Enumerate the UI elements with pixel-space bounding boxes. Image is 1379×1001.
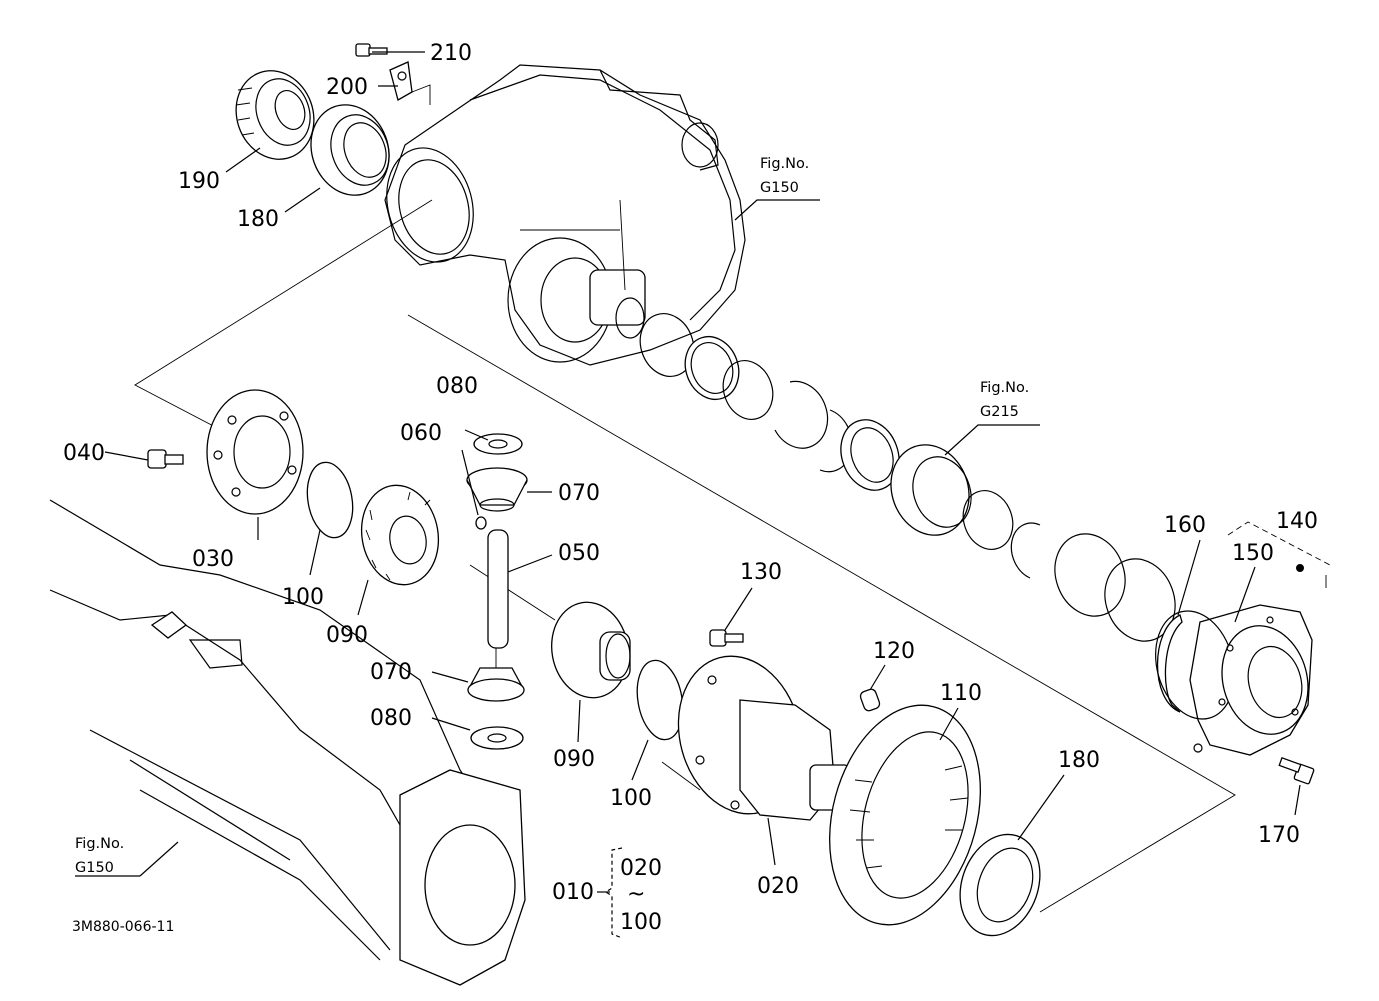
bracket-140 bbox=[1227, 521, 1331, 566]
part-170-bolt bbox=[1278, 756, 1315, 785]
part-160-shim bbox=[1156, 614, 1183, 713]
part-070-pinion-top bbox=[466, 467, 528, 512]
part-040-bolt bbox=[147, 449, 184, 469]
part-020-diff-case bbox=[677, 655, 851, 821]
part-130-bolt bbox=[709, 629, 744, 647]
axle-housing-tube bbox=[49, 499, 526, 986]
part-110-ring-gear bbox=[829, 704, 981, 926]
label-080-top: 080 bbox=[436, 374, 478, 399]
label-030: 030 bbox=[192, 547, 234, 572]
part-080-washer-bottom bbox=[470, 726, 524, 750]
label-090-mid: 090 bbox=[553, 747, 595, 772]
fig-ref-line2: G215 bbox=[980, 404, 1019, 420]
label-070-top: 070 bbox=[558, 481, 600, 506]
part-030-flange bbox=[206, 389, 304, 515]
label-180-bottom: 180 bbox=[1058, 748, 1100, 773]
part-210-bolt bbox=[355, 43, 388, 57]
label-040: 040 bbox=[63, 441, 105, 466]
part-120-pin bbox=[859, 688, 881, 712]
fig-ref-line1: Fig.No. bbox=[75, 836, 124, 852]
label-210: 210 bbox=[430, 41, 472, 66]
label-130: 130 bbox=[740, 560, 782, 585]
fig-ref-g150-top: Fig.No. G150 bbox=[760, 156, 809, 196]
fig-ref-line2: G150 bbox=[760, 180, 799, 196]
part-200-bracket bbox=[389, 61, 431, 105]
part-180-bearing-bottom bbox=[959, 833, 1041, 937]
fig-ref-g215: Fig.No. G215 bbox=[980, 380, 1029, 420]
label-120: 120 bbox=[873, 639, 915, 664]
part-060-pin bbox=[475, 516, 487, 530]
fig-ref-line2: G150 bbox=[75, 860, 114, 876]
label-170: 170 bbox=[1258, 823, 1300, 848]
assembly-group-010: 010 020 ~ 100 bbox=[552, 847, 662, 939]
part-labels: 210 200 190 180 080 060 070 040 030 100 … bbox=[63, 41, 1318, 899]
label-180-top: 180 bbox=[237, 207, 279, 232]
part-050-shaft bbox=[487, 529, 509, 649]
part-090-side-gear-mid bbox=[551, 601, 631, 699]
label-leaders bbox=[104, 51, 1301, 877]
label-100-left: 100 bbox=[282, 585, 324, 610]
assembly-tilde: ~ bbox=[627, 882, 645, 907]
part-100-washer-mid bbox=[636, 659, 684, 741]
label-200: 200 bbox=[326, 75, 368, 100]
part-090-side-gear-left bbox=[360, 484, 440, 586]
shim-rings-chain bbox=[639, 313, 1176, 642]
part-180-bearing-top bbox=[310, 104, 390, 196]
assembly-label-100: 100 bbox=[620, 910, 662, 935]
label-110: 110 bbox=[940, 681, 982, 706]
label-100-mid: 100 bbox=[610, 786, 652, 811]
label-190: 190 bbox=[178, 169, 220, 194]
fig-ref-g150-bottom: Fig.No. G150 bbox=[75, 836, 140, 877]
fig-ref-line1: Fig.No. bbox=[980, 380, 1029, 396]
axle-housing-cover bbox=[384, 64, 746, 366]
label-150: 150 bbox=[1232, 541, 1274, 566]
fig-ref-line1: Fig.No. bbox=[760, 156, 809, 172]
assembly-label-010: 010 bbox=[552, 880, 594, 905]
label-160: 160 bbox=[1164, 513, 1206, 538]
label-050: 050 bbox=[558, 541, 600, 566]
part-190-pulley bbox=[235, 70, 315, 160]
label-090-left: 090 bbox=[326, 623, 368, 648]
part-100-washer-left bbox=[306, 461, 354, 539]
label-020: 020 bbox=[757, 874, 799, 899]
label-140: 140 bbox=[1276, 509, 1318, 534]
drawing-code: 3M880-066-11 bbox=[72, 919, 174, 935]
label-060: 060 bbox=[400, 421, 442, 446]
part-070-pinion-bottom bbox=[467, 648, 525, 702]
part-150-140-bearing-housing bbox=[1155, 564, 1327, 756]
reference-lines bbox=[134, 199, 1236, 913]
label-080-bottom: 080 bbox=[370, 706, 412, 731]
label-070-bottom: 070 bbox=[370, 660, 412, 685]
assembly-label-020: 020 bbox=[620, 856, 662, 881]
